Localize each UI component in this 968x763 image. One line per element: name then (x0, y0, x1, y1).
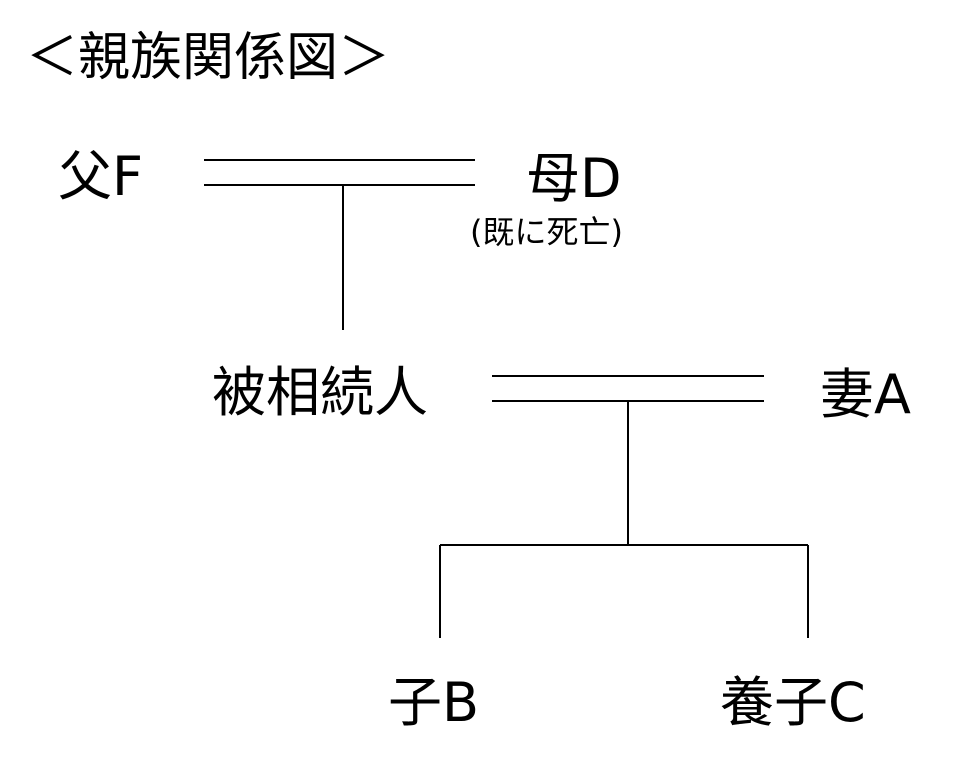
father-label: 父F (58, 145, 144, 208)
mother-deceased-note: (既に死亡) (470, 213, 623, 251)
adopted-child-c-label: 養子C (720, 671, 866, 734)
wife-label: 妻A (820, 363, 911, 426)
child-b-label: 子B (388, 671, 480, 734)
deceased-label: 被相続人 (212, 361, 428, 424)
diagram-title: ＜親族関係図＞ (26, 28, 391, 88)
mother-label: 母D (526, 147, 622, 210)
